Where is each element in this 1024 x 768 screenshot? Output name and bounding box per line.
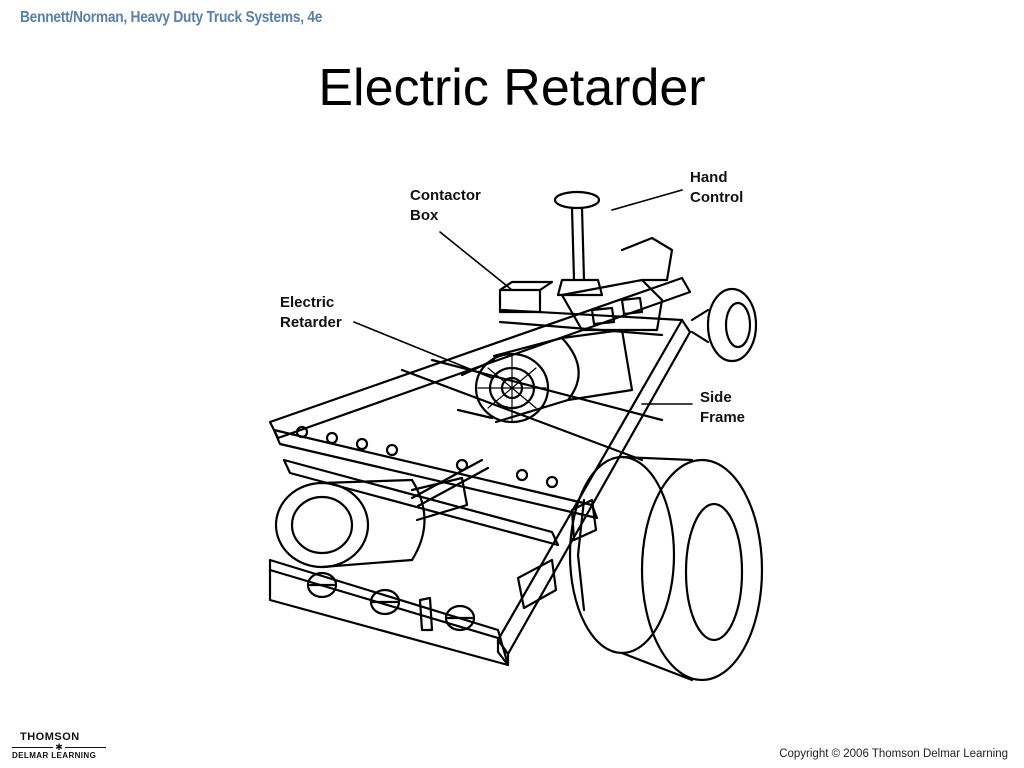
logo-delmar-text: DELMAR LEARNING	[12, 751, 97, 760]
callout-electric-retarder: Electric Retarder	[280, 293, 342, 333]
steering-column	[553, 190, 604, 297]
book-source-header: Bennett/Norman, Heavy Duty Truck Systems…	[20, 9, 323, 26]
logo-divider: ✱	[12, 742, 107, 751]
callout-hand-control-line2: Control	[690, 189, 744, 206]
front-components	[560, 278, 664, 332]
retarder-drum	[474, 336, 580, 424]
callout-contactor-box: Contactor Box	[410, 186, 481, 226]
callout-contactor-box-line1: Contactor	[410, 187, 481, 204]
publisher-logo: THOMSON ✱ DELMAR LEARNING	[12, 731, 112, 763]
leader-electric-retarder	[353, 321, 493, 379]
callout-side-frame-line2: Frame	[700, 409, 746, 426]
callout-electric-retarder-line2: Retarder	[280, 314, 342, 331]
star-icon: ✱	[55, 741, 63, 752]
callout-hand-control: Hand Control	[690, 168, 743, 208]
crossmember-1	[272, 428, 599, 520]
rear-crossmember	[268, 558, 510, 667]
callout-hand-control-line1: Hand	[690, 169, 728, 186]
callout-contactor-box-line2: Box	[410, 207, 439, 224]
chassis-illustration: Hand Control Contactor Box Electric Reta…	[262, 160, 782, 720]
leader-hand-control	[611, 189, 683, 211]
transmission	[560, 328, 634, 402]
callout-side-frame-line1: Side	[700, 389, 732, 406]
contactor-box	[498, 288, 542, 314]
rear-rail-slots	[306, 571, 476, 632]
frame-rivets	[295, 425, 559, 489]
front-tire	[690, 287, 758, 363]
rear-dual-tires	[568, 455, 764, 682]
rear-axle-housing	[274, 476, 469, 569]
callout-side-frame: Side Frame	[700, 388, 745, 428]
crossmember-2	[282, 458, 560, 547]
logo-thomson-text: THOMSON	[20, 731, 80, 743]
right-frame-rail	[496, 318, 692, 656]
chassis-drawing	[268, 189, 764, 682]
leader-contactor-box	[439, 231, 513, 291]
callout-electric-retarder-line1: Electric	[280, 294, 335, 311]
copyright-notice: Copyright © 2006 Thomson Delmar Learning	[779, 748, 1008, 760]
slide-title: Electric Retarder	[318, 59, 706, 117]
drive-shaft	[410, 458, 490, 508]
spring-hangers	[516, 558, 558, 610]
